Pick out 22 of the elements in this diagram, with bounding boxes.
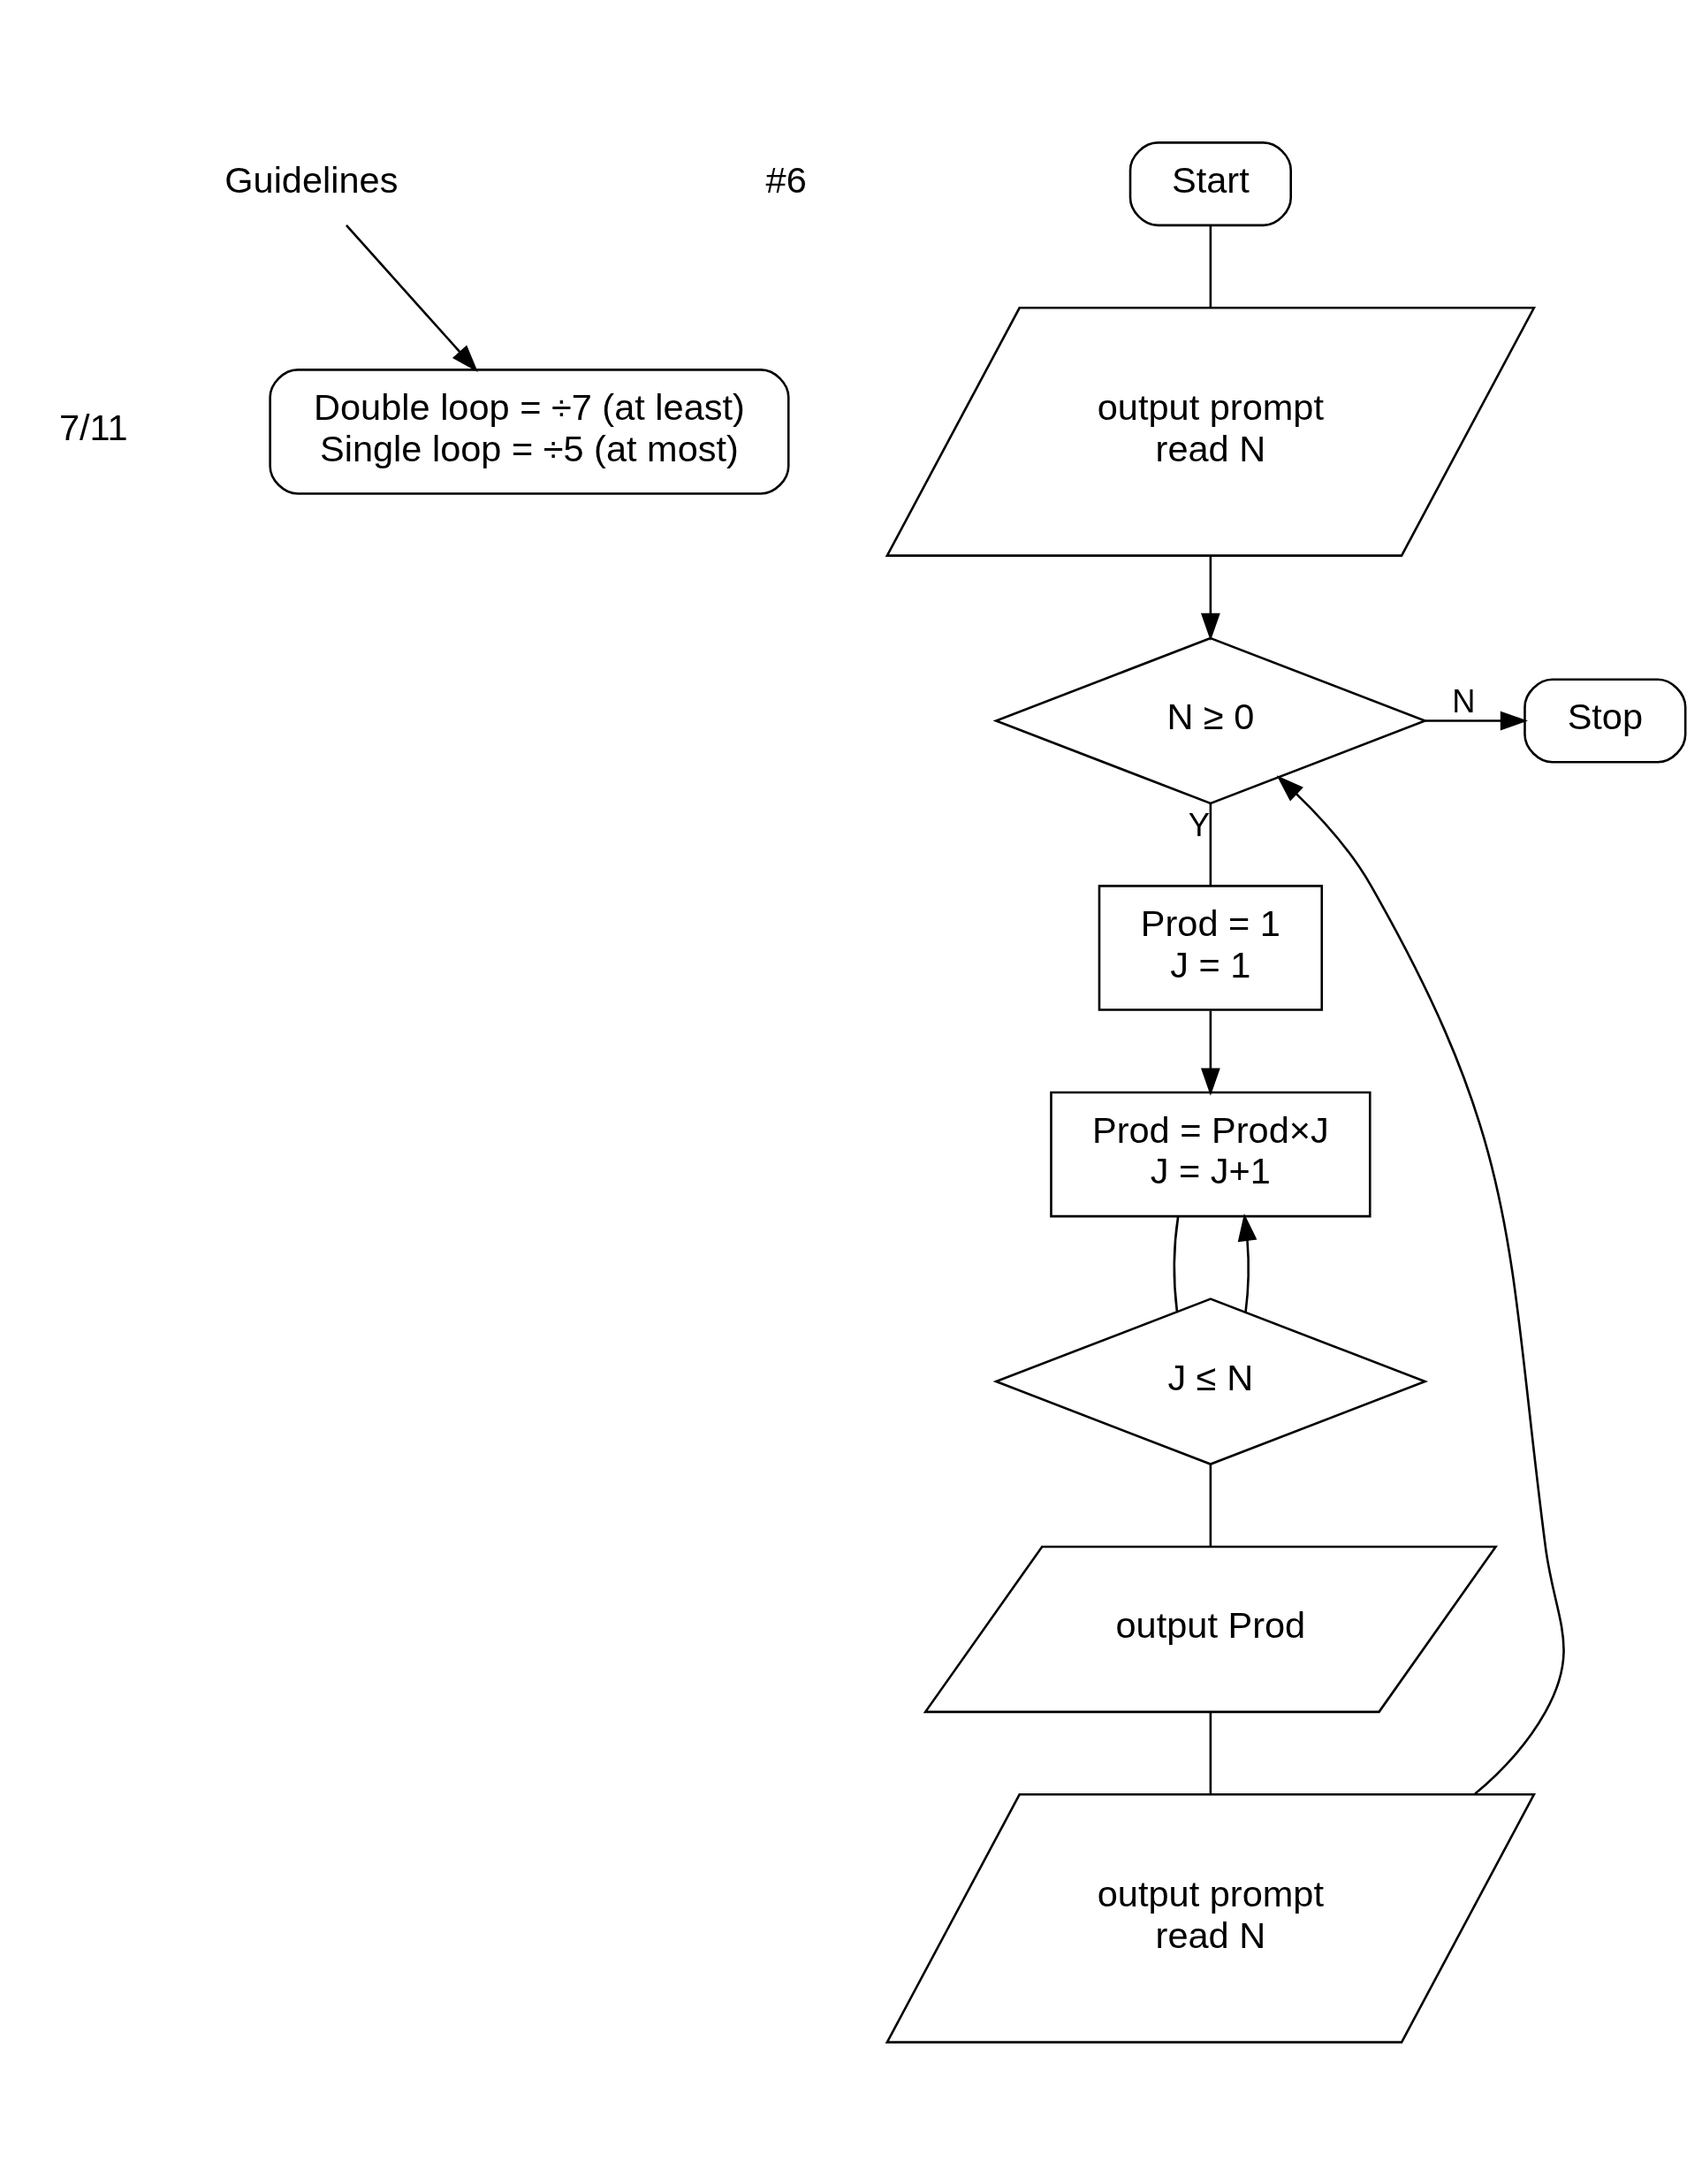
arrow: [1200, 555, 1220, 641]
connector: [1209, 224, 1212, 308]
node-box: Double loop = ÷7 (at least) Single loop = ÷5 (at most): [269, 368, 790, 495]
node-box: Prod = 1 J = 1: [1098, 884, 1324, 1011]
node-box: Prod = Prod×J J = J+1: [1050, 1091, 1371, 1217]
node-box: Start: [1128, 141, 1292, 226]
label: #6: [765, 158, 807, 201]
connector: [1209, 803, 1212, 886]
node-box: Stop: [1523, 678, 1687, 763]
arrow: [346, 224, 478, 372]
connector: [1209, 1711, 1212, 1793]
connector: [1173, 1216, 1180, 1311]
arrow: [1425, 711, 1528, 730]
edge-label: N: [1452, 682, 1476, 719]
label: 7/11: [58, 406, 128, 448]
node-diamond: J ≤ N: [992, 1297, 1429, 1465]
arrow: [1200, 1010, 1220, 1096]
arrow: [1276, 774, 1565, 1795]
node-text: Guidelines: [224, 158, 399, 201]
arrow: [1237, 1213, 1258, 1312]
edge-label: Y: [1188, 806, 1211, 843]
connector: [1209, 1464, 1212, 1546]
